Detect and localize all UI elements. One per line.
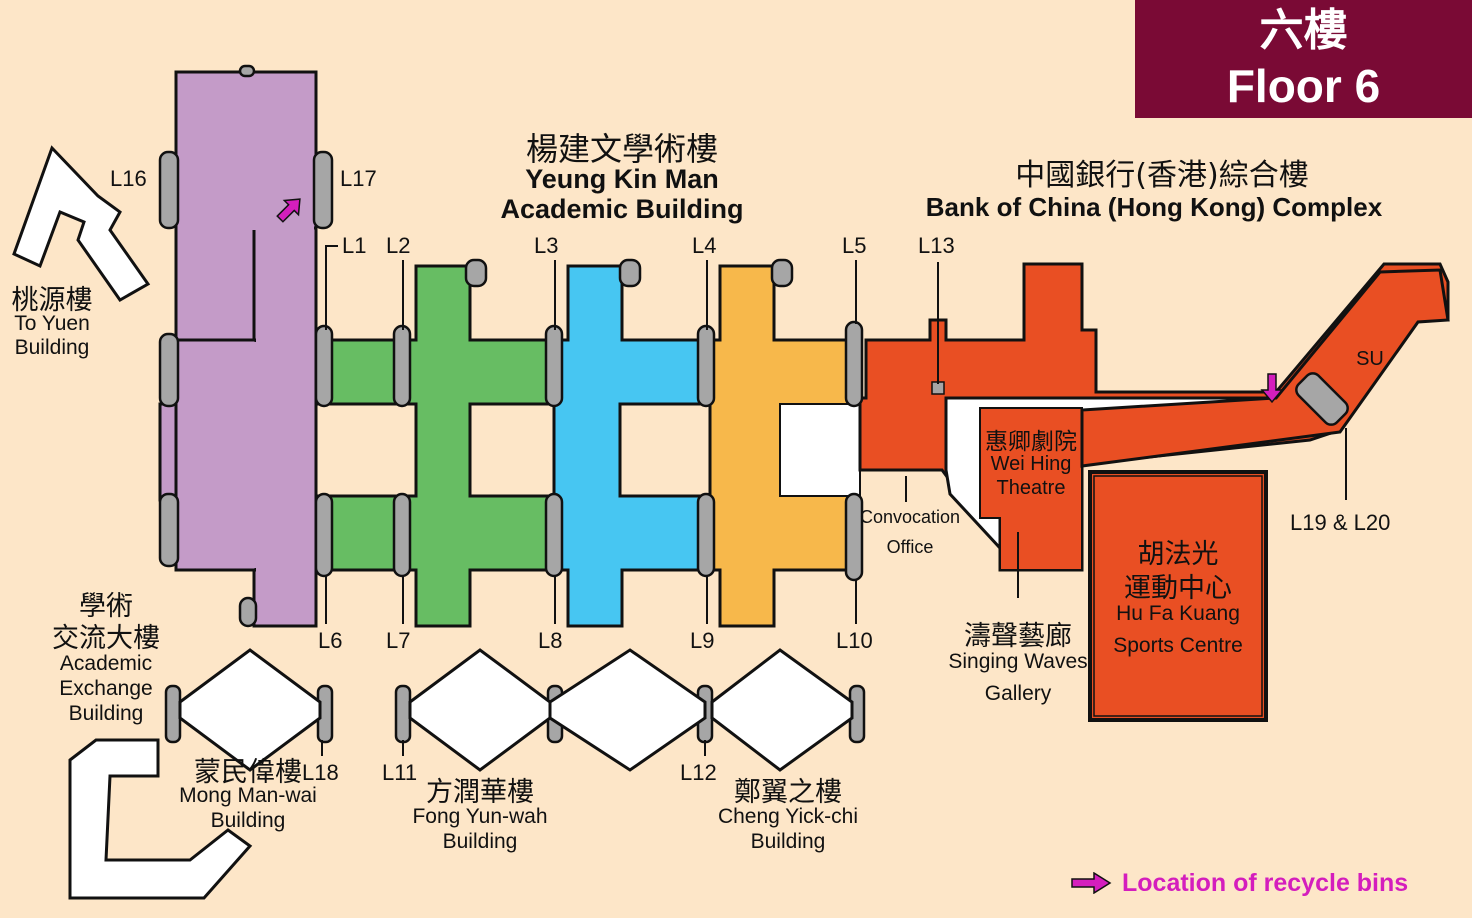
singing-waves-zh: 濤聲藝廊 xyxy=(964,621,1072,652)
theatre-block xyxy=(979,407,1083,571)
hu-fa-kuang-en-2: Sports Centre xyxy=(1113,634,1243,657)
legend-text: Location of recycle bins xyxy=(1122,868,1409,897)
to-yuen-zh: 桃源樓 xyxy=(11,285,93,316)
courtyard-2 xyxy=(468,402,556,498)
cheng-yick-chi-zh: 鄭翼之樓 xyxy=(734,777,842,808)
fong-yun-wah-en-1: Fong Yun-wah xyxy=(412,805,548,828)
arrow-right-icon xyxy=(1071,872,1112,894)
lift-label-l10: L10 xyxy=(836,628,873,653)
lift-label-l5: L5 xyxy=(842,233,867,258)
wei-hing-en-1: Wei Hing xyxy=(990,453,1072,475)
yeung-kin-man-en-1: Yeung Kin Man xyxy=(525,164,719,194)
sports-centre-inner xyxy=(1093,475,1263,717)
academic-exchange-en-1: Academic xyxy=(59,652,153,675)
fong-yun-wah-en-2: Building xyxy=(442,830,518,853)
recycle-bin-arrow-icon xyxy=(276,198,301,223)
yeung-kin-man-en-2: Academic Building xyxy=(500,194,744,224)
recycle-bin-arrow-icon xyxy=(1260,373,1284,404)
to-yuen-en-1: To Yuen xyxy=(14,312,90,335)
lift-label-l17: L17 xyxy=(340,166,377,191)
academic-exchange-en-3: Building xyxy=(68,702,144,725)
academic-exchange-zh-2: 交流大樓 xyxy=(52,623,160,654)
convocation-office-2: Office xyxy=(886,537,934,557)
to-yuen-building-shape xyxy=(12,145,151,302)
academic-exchange-shape xyxy=(68,738,253,900)
wei-hing-en-2: Theatre xyxy=(996,477,1066,499)
purple-wing-patch2 xyxy=(256,230,314,624)
academic-exchange-en-2: Exchange xyxy=(59,677,153,700)
lift-label-l18: L18 xyxy=(302,760,339,785)
courtyard-1 xyxy=(314,402,418,498)
sports-centre xyxy=(1088,470,1268,722)
lift-label-l3: L3 xyxy=(534,233,559,258)
su-label: SU xyxy=(1356,348,1384,370)
courtyard-4 xyxy=(779,403,861,497)
su-wing xyxy=(1080,268,1450,468)
mong-man-wai-en-2: Building xyxy=(210,809,286,832)
convocation-office-1: Convocation xyxy=(859,507,961,527)
academic-exchange-zh-1: 學術 xyxy=(79,591,133,622)
floor-title-en: Floor 6 xyxy=(1226,60,1381,112)
courtyard-3 xyxy=(618,402,712,498)
lift-label-l4: L4 xyxy=(692,233,717,258)
mong-man-wai-en-1: Mong Man-wai xyxy=(179,784,317,807)
fong-yun-wah-zh: 方潤華樓 xyxy=(426,777,534,808)
lift-label-l19-l20: L19 & L20 xyxy=(1290,510,1391,535)
floor-title-zh: 六樓 xyxy=(1259,5,1348,56)
lift-label-l6: L6 xyxy=(318,628,343,653)
leader-lines xyxy=(321,245,1347,756)
mong-man-wai-zh: 蒙民偉樓 xyxy=(194,757,302,788)
floor-title: 六樓 Floor 6 xyxy=(1135,0,1472,118)
lift-label-l12: L12 xyxy=(680,760,717,785)
yeung-kin-man-zh: 楊建文學術樓 xyxy=(525,130,718,168)
cheng-yick-chi-en-1: Cheng Yick-chi xyxy=(717,805,859,828)
wei-hing-zh: 惠卿劇院 xyxy=(985,429,1077,455)
lift-label-l2: L2 xyxy=(386,233,411,258)
singing-waves-en-2: Gallery xyxy=(984,682,1052,705)
singing-waves-en-1: Singing Waves xyxy=(948,650,1088,673)
lift-label-l16: L16 xyxy=(110,166,147,191)
purple-wing-patch xyxy=(178,342,258,568)
lift-label-l11: L11 xyxy=(382,760,418,785)
cheng-yick-chi-en-2: Building xyxy=(750,830,826,853)
bank-of-china-en: Bank of China (Hong Kong) Complex xyxy=(925,192,1383,222)
recycle-bin-markers xyxy=(276,198,1284,404)
lift-label-l13: L13 xyxy=(918,233,955,258)
hu-fa-kuang-en-1: Hu Fa Kuang xyxy=(1116,602,1240,625)
lift-label-l9: L9 xyxy=(690,628,715,653)
lift-label-l8: L8 xyxy=(538,628,563,653)
lift-label-l7: L7 xyxy=(386,628,411,653)
lift-label-l1: L1 xyxy=(342,233,367,258)
hu-fa-kuang-zh-2: 運動中心 xyxy=(1124,573,1232,604)
link-bridges xyxy=(178,648,854,772)
legend: Location of recycle bins xyxy=(1070,866,1408,900)
to-yuen-en-2: Building xyxy=(14,336,90,359)
bank-of-china-zh: 中國銀行(香港)綜合樓 xyxy=(1015,158,1309,193)
hu-fa-kuang-zh-1: 胡法光 xyxy=(1137,539,1219,570)
